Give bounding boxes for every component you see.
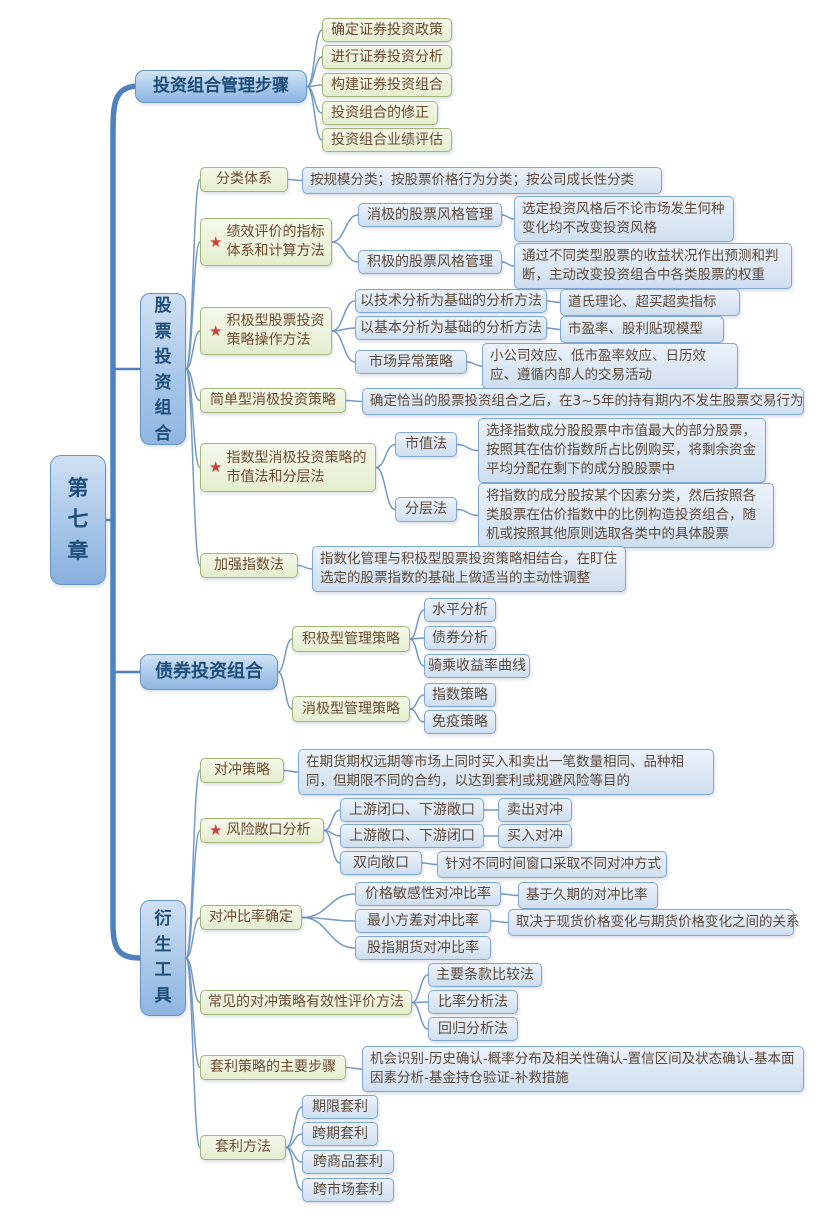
node-label: 风险敞口分析 bbox=[226, 822, 311, 839]
branch-derivatives: 衍生工具 bbox=[140, 900, 186, 1016]
node-regression-analysis: 回归分析法 bbox=[428, 1017, 518, 1041]
node-simple-passive-desc: 确定恰当的股票投资组合之后，在3~5年的持有期内不发生股票交易行为 bbox=[362, 388, 804, 416]
node-buy-hedge: 买入对冲 bbox=[498, 824, 572, 848]
node-fundamental-analysis-desc: 市盈率、股利贴现模型 bbox=[560, 316, 724, 344]
node-enhanced-index: 加强指数法 bbox=[200, 553, 298, 578]
node-stratified-method: 分层法 bbox=[395, 497, 457, 522]
node-stock-index-futures-ratio: 股指期货对冲比率 bbox=[355, 936, 491, 960]
branch-portfolio-steps: 投资组合管理步骤 bbox=[135, 70, 307, 103]
node-technical-analysis-desc: 道氏理论、超买超卖指标 bbox=[560, 289, 740, 317]
star-icon: ★ bbox=[209, 458, 223, 476]
node-upstream-closed: 上游闭口、下游敞口 bbox=[340, 798, 484, 822]
node-label: 绩效评价的指标体系和计算方法 bbox=[226, 224, 325, 259]
root-node-chapter7: 第七章 bbox=[50, 455, 106, 585]
node-two-way-desc: 针对不同时间窗口采取不同对冲方式 bbox=[437, 851, 667, 879]
node-bond-active-management: 积极型管理策略 bbox=[292, 626, 410, 652]
node-horizon-analysis: 水平分析 bbox=[424, 598, 496, 622]
node-risk-exposure-analysis: ★ 风险敞口分析 bbox=[200, 818, 324, 843]
node-market-cap-method: 市值法 bbox=[395, 432, 457, 457]
node-fundamental-analysis: 以基本分析为基础的分析方法 bbox=[355, 316, 547, 340]
node-active-style: 积极的股票风格管理 bbox=[358, 250, 502, 274]
node-cross-market-arbitrage: 跨市场套利 bbox=[302, 1178, 394, 1202]
node-bond-analysis: 债券分析 bbox=[424, 626, 496, 650]
node-calendar-arbitrage: 跨期套利 bbox=[302, 1122, 378, 1146]
node-arbitrage-steps: 套利策略的主要步骤 bbox=[200, 1055, 346, 1080]
node-ratio-analysis: 比率分析法 bbox=[428, 990, 518, 1014]
star-icon: ★ bbox=[209, 232, 223, 251]
branch-label: 股票投资组合 bbox=[154, 296, 172, 444]
node-market-anomaly-desc: 小公司效应、低市盈率效应、日历效应、遵循内部人的交易活动 bbox=[482, 343, 738, 390]
node-build-portfolio: 构建证券投资组合 bbox=[322, 73, 452, 97]
node-passive-style: 消极的股票风格管理 bbox=[358, 203, 502, 227]
node-active-style-desc: 通过不同类型股票的收益状况作出预测和判断，主动改变投资组合中各类股票的权重 bbox=[514, 243, 792, 290]
branch-stock-portfolio: 股票投资组合 bbox=[140, 293, 186, 445]
node-riding-yield-curve: 骑乘收益率曲线 bbox=[424, 654, 530, 678]
node-arbitrage-methods: 套利方法 bbox=[200, 1135, 286, 1160]
star-icon: ★ bbox=[209, 321, 223, 340]
star-icon: ★ bbox=[209, 821, 223, 839]
node-upstream-open: 上游敞口、下游闭口 bbox=[340, 824, 484, 848]
node-duration-based-desc: 基于久期的对冲比率 bbox=[518, 882, 658, 910]
node-sell-hedge: 卖出对冲 bbox=[498, 798, 572, 822]
node-hedge-ratio: 对冲比率确定 bbox=[200, 905, 302, 930]
node-immunization-strategy: 免疫策略 bbox=[424, 710, 496, 734]
node-min-variance-ratio: 最小方差对冲比率 bbox=[355, 909, 491, 933]
node-technical-analysis: 以技术分析为基础的分析方法 bbox=[355, 289, 547, 313]
node-label: 积极型股票投资策略操作方法 bbox=[226, 313, 325, 348]
node-passive-style-desc: 选定投资风格后不论市场发生何种变化均不改变投资风格 bbox=[514, 196, 734, 243]
node-cross-commodity-arbitrage: 跨商品套利 bbox=[302, 1150, 394, 1174]
node-active-stock-strategy: ★ 积极型股票投资策略操作方法 bbox=[200, 307, 332, 355]
node-two-way-exposure: 双向敞口 bbox=[340, 851, 422, 875]
main-spine bbox=[110, 83, 144, 961]
node-performance-evaluation: 投资组合业绩评估 bbox=[322, 128, 452, 152]
node-price-sensitivity-ratio: 价格敏感性对冲比率 bbox=[355, 882, 501, 906]
node-simple-passive-strategy: 简单型消极投资策略 bbox=[200, 388, 346, 413]
node-define-policy: 确定证券投资政策 bbox=[322, 18, 452, 42]
branch-bond-portfolio: 债券投资组合 bbox=[140, 654, 278, 690]
node-stratified-desc: 将指数的成分股按某个因素分类，然后按照各类股票在估价指数中的比例构造投资组合，随… bbox=[478, 483, 774, 549]
node-classification: 分类体系 bbox=[200, 167, 288, 192]
node-index-passive-strategy: ★ 指数型消极投资策略的市值法和分层法 bbox=[200, 443, 376, 492]
node-hedge-effectiveness-evaluation: 常见的对冲策略有效性评价方法 bbox=[200, 990, 412, 1015]
node-market-anomaly: 市场异常策略 bbox=[355, 350, 467, 374]
node-hedge-strategy: 对冲策略 bbox=[200, 758, 284, 783]
node-classification-desc: 按规模分类；按股票价格行为分类；按公司成长性分类 bbox=[302, 167, 662, 195]
node-hedge-strategy-desc: 在期货期权远期等市场上同时买入和卖出一笔数量相同、品种相同，但期限不同的合约，以… bbox=[298, 749, 714, 796]
node-arbitrage-steps-desc: 机会识别-历史确认-概率分布及相关性确认-置信区间及状态确认-基本面因素分析-基… bbox=[362, 1046, 804, 1093]
node-key-terms-comparison: 主要条款比较法 bbox=[428, 963, 542, 987]
node-performance-indicators: ★ 绩效评价的指标体系和计算方法 bbox=[200, 218, 332, 266]
root-label: 第七章 bbox=[67, 475, 89, 563]
node-term-arbitrage: 期限套利 bbox=[302, 1095, 378, 1119]
node-bond-passive-management: 消极型管理策略 bbox=[292, 696, 410, 722]
node-security-analysis: 进行证券投资分析 bbox=[322, 45, 452, 69]
node-label: 指数型消极投资策略的市值法和分层法 bbox=[226, 449, 367, 485]
node-market-cap-desc: 选择指数成分股股票中市值最大的部分股票，按照其在估价指数所占比例购买，将剩余资金… bbox=[478, 418, 766, 484]
node-portfolio-revision: 投资组合的修正 bbox=[322, 101, 438, 125]
node-index-strategy: 指数策略 bbox=[424, 683, 496, 707]
node-enhanced-index-desc: 指数化管理与积极型股票投资策略相结合，在盯住选定的股票指数的基础上做适当的主动性… bbox=[312, 546, 626, 593]
node-min-variance-desc: 取决于现货价格变化与期货价格变化之间的关系 bbox=[508, 909, 800, 937]
branch-label: 衍生工具 bbox=[154, 909, 172, 1006]
